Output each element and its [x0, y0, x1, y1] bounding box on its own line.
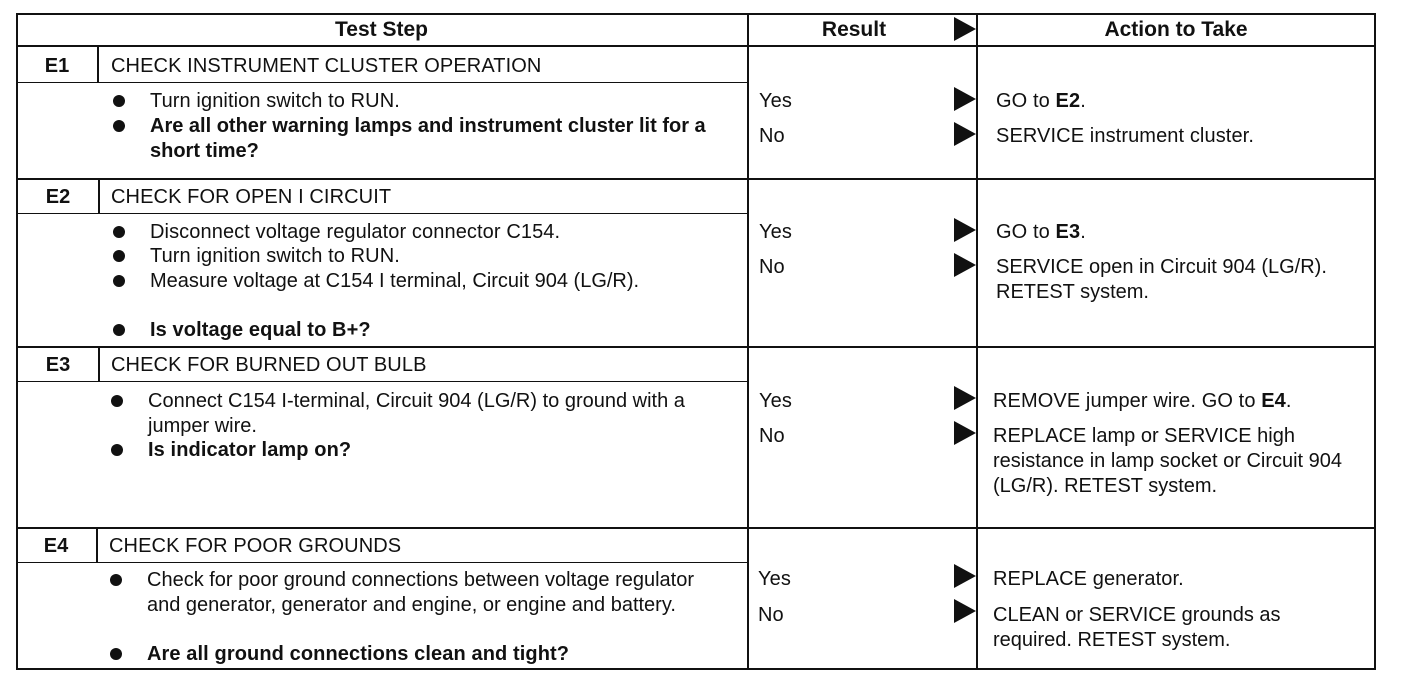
e3-code-divider — [98, 348, 100, 382]
e1-title-divider — [16, 82, 747, 83]
header-arrow-icon — [954, 17, 976, 41]
table-top-border — [16, 13, 1376, 15]
e2-title: CHECK FOR OPEN I CIRCUIT — [111, 186, 392, 208]
e3-result-no: No — [759, 425, 785, 447]
bullet-icon — [113, 120, 125, 132]
e4-title-divider — [16, 562, 747, 563]
e1-bottom-border — [16, 178, 1376, 180]
e3-bullet-1: Connect C154 I-terminal, Circuit 904 (LG… — [148, 390, 685, 437]
bullet-icon — [113, 95, 125, 107]
e2-bullet-2: Turn ignition switch to RUN. — [150, 245, 400, 267]
e2-bottom-border — [16, 346, 1376, 348]
arrow-icon — [954, 564, 976, 588]
e2-result-yes: Yes — [759, 221, 792, 243]
e2-bullet-4: Is voltage equal to B+? — [150, 319, 371, 341]
e1-code-divider — [97, 47, 99, 83]
action-column-divider — [976, 13, 978, 670]
e3-bottom-border — [16, 527, 1376, 529]
table-bottom-border — [16, 668, 1376, 670]
e1-title: CHECK INSTRUMENT CLUSTER OPERATION — [111, 55, 542, 77]
e2-code-divider — [98, 180, 100, 214]
e4-action-no: CLEAN or SERVICE grounds as required. RE… — [993, 604, 1281, 651]
arrow-icon — [954, 599, 976, 623]
bullet-icon — [113, 275, 125, 287]
e1-code: E1 — [44, 55, 70, 77]
e1-result-yes: Yes — [759, 90, 792, 112]
arrow-icon — [954, 253, 976, 277]
arrow-icon — [954, 87, 976, 111]
e4-action-yes: REPLACE generator. — [993, 568, 1184, 590]
bullet-icon — [111, 395, 123, 407]
header-test-step: Test Step — [335, 18, 428, 41]
e3-bullet-2: Is indicator lamp on? — [148, 439, 352, 461]
e2-title-divider — [16, 213, 747, 214]
e2-result-no: No — [759, 256, 785, 278]
e4-code: E4 — [43, 535, 69, 557]
e3-result-yes: Yes — [759, 390, 792, 412]
result-column-divider — [747, 13, 749, 670]
e1-result-no: No — [759, 125, 785, 147]
arrow-icon — [954, 122, 976, 146]
e4-result-yes: Yes — [758, 568, 791, 590]
bullet-icon — [113, 324, 125, 336]
e3-title-divider — [16, 381, 747, 382]
e4-bullet-2: Are all ground connections clean and tig… — [147, 643, 570, 665]
e2-action-no: SERVICE open in Circuit 904 (LG/R). RETE… — [996, 256, 1327, 303]
e3-code: E3 — [45, 354, 71, 376]
arrow-icon — [954, 386, 976, 410]
e4-code-divider — [96, 529, 98, 563]
e2-code: E2 — [45, 186, 71, 208]
bullet-icon — [111, 444, 123, 456]
bullet-icon — [113, 226, 125, 238]
table-left-border — [16, 13, 18, 670]
bullet-icon — [113, 250, 125, 262]
e4-bullet-1: Check for poor ground connections betwee… — [147, 569, 695, 616]
e1-bullet-1: Turn ignition switch to RUN. — [150, 90, 400, 112]
arrow-icon — [954, 421, 976, 445]
e3-action-yes: REMOVE jumper wire. GO to E4. — [993, 390, 1292, 412]
e2-action-yes: GO to E3. — [996, 221, 1086, 243]
e1-action-no: SERVICE instrument cluster. — [996, 125, 1254, 147]
header-bottom-border — [16, 45, 1376, 47]
e2-bullet-3: Measure voltage at C154 I terminal, Circ… — [150, 270, 640, 292]
e4-result-no: No — [758, 604, 784, 626]
e1-action-yes: GO to E2. — [996, 90, 1086, 112]
e3-action-no: REPLACE lamp or SERVICE high resistance … — [993, 425, 1343, 497]
table-right-border — [1374, 13, 1376, 670]
bullet-icon — [110, 574, 122, 586]
header-result: Result — [821, 18, 887, 41]
arrow-icon — [954, 218, 976, 242]
header-action: Action to Take — [1104, 18, 1248, 41]
e2-bullet-1: Disconnect voltage regulator connector C… — [150, 221, 561, 243]
e1-bullet-2: Are all other warning lamps and instrume… — [150, 115, 706, 162]
e3-title: CHECK FOR BURNED OUT BULB — [111, 354, 427, 376]
e4-title: CHECK FOR POOR GROUNDS — [109, 535, 402, 557]
bullet-icon — [110, 648, 122, 660]
